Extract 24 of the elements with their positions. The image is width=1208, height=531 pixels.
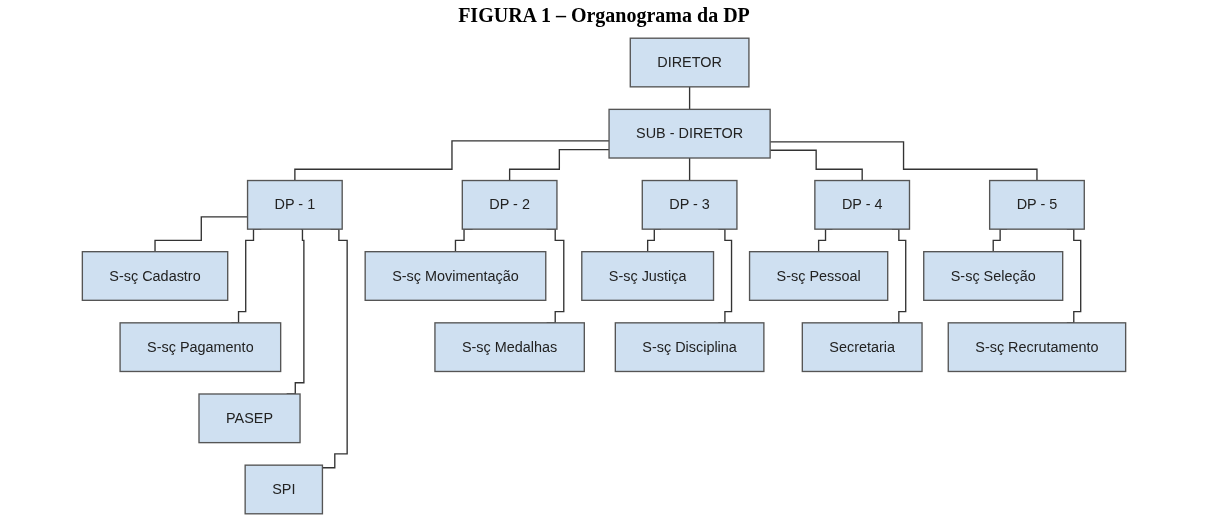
node-box: DP - 5 xyxy=(988,179,1085,230)
node-box: S-sç Medalhas xyxy=(434,322,585,373)
node-box: S-sç Recrutamento xyxy=(947,322,1127,373)
connector xyxy=(294,140,610,182)
node-box: DP - 2 xyxy=(461,179,558,230)
connector xyxy=(508,148,610,182)
figure-title: FIGURA 1 – Organograma da DP xyxy=(457,4,751,27)
node-box: DP - 3 xyxy=(641,179,738,230)
node-box: S-sç Pessoal xyxy=(748,251,889,301)
node-box: SUB - DIRETOR xyxy=(608,108,771,159)
node-box: S-sç Disciplina xyxy=(614,322,765,373)
node-box: S-sç Justiça xyxy=(581,251,715,301)
node-box: S-sç Cadastro xyxy=(81,251,229,301)
node-box: S-sç Pagamento xyxy=(119,322,282,373)
node-box: DP - 1 xyxy=(246,179,343,230)
node-box: SPI xyxy=(244,464,324,515)
node-box: PASEP xyxy=(198,393,301,444)
node-box: DP - 4 xyxy=(814,179,911,230)
node-box: DIRETOR xyxy=(629,37,750,88)
connector xyxy=(688,86,691,111)
connector xyxy=(688,157,691,182)
node-box: S-sç Movimentação xyxy=(364,251,547,301)
node-box: S-sç Seleção xyxy=(923,251,1064,301)
node-box: Secretaria xyxy=(801,322,923,373)
